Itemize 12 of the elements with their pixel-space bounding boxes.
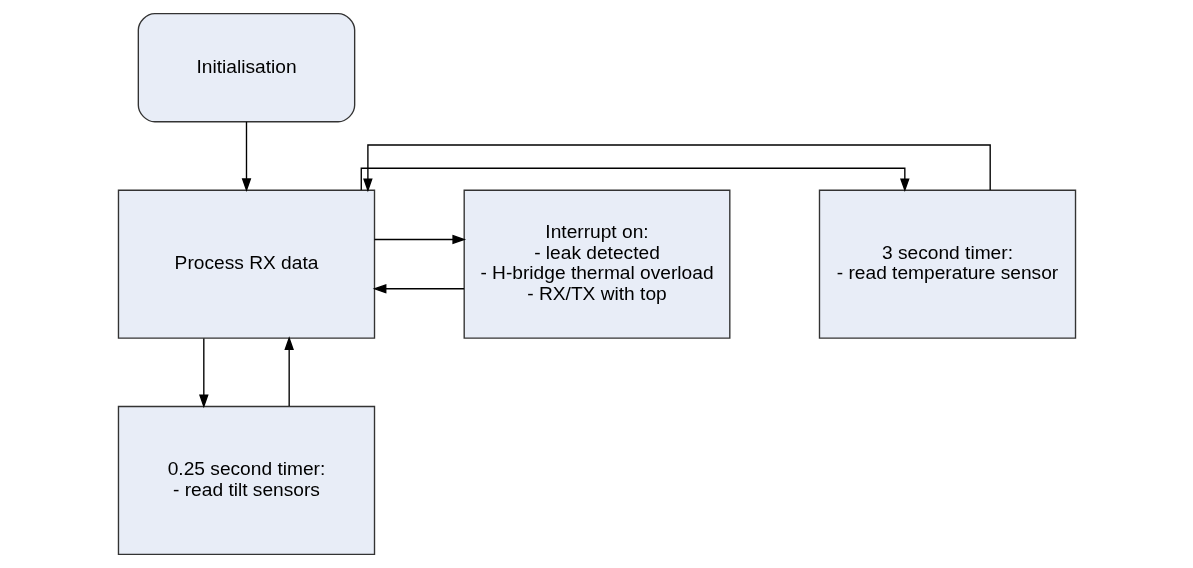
node-box: Initialisation [137, 12, 355, 123]
arrow [198, 337, 209, 409]
arrow [372, 284, 465, 294]
arrow [241, 121, 251, 192]
node-box: 3 second timer: - read temperature sensor [818, 189, 1076, 339]
arrow [362, 144, 991, 193]
arrow [373, 234, 466, 245]
arrow [283, 336, 294, 407]
node-box: Interrupt on: - leak detected - H-bridge thermal overload - RX/TX with top [463, 189, 730, 339]
arrow [360, 167, 910, 193]
node-box: 0.25 second timer: - read tilt sensors [117, 405, 375, 556]
node-box: Process RX data [117, 189, 375, 339]
